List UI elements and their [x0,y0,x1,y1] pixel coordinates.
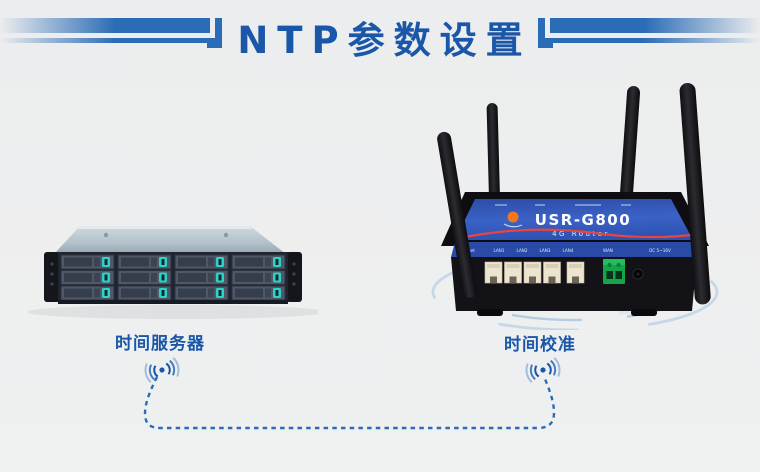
server-label: 时间服务器 [115,334,205,354]
wifi-signal-icon-right [525,357,561,383]
power-jack [632,268,644,280]
terminal-block [603,259,625,284]
decoration-bar [0,18,210,33]
svg-text:DC 5~16V: DC 5~16V [649,248,671,253]
time-server-image [28,226,318,319]
svg-text:LAN3: LAN3 [539,248,550,253]
red-stripe [454,228,693,241]
router-subtitle-text: 4G Router [552,230,610,238]
title-left-decoration [0,18,229,50]
decoration-line [0,38,210,43]
svg-text:LAN4: LAN4 [562,248,573,253]
front-label-strip [451,242,697,257]
server-left-ear [44,252,60,302]
server-right-ear [286,252,302,302]
router-model-text: USR-G800 [535,211,631,229]
usr-logo-icon [507,211,519,223]
wifi-signal-icon-left [144,357,180,383]
server-top-lid [54,226,286,254]
router-label: 时间校准 [504,335,576,355]
antenna-4 [679,82,711,305]
ethernet-ports [484,261,585,284]
router-image: USR-G800 4G Router Reset LAN1 LAN2 LAN3 … [431,82,719,330]
antenna-1 [437,131,477,298]
server-shadow [28,305,318,319]
antenna-2 [486,102,501,215]
svg-text:WAN: WAN [603,248,613,253]
decoration-foot [207,38,222,48]
decoration-tab [215,18,222,48]
page-title: NTP参数设置 [237,19,532,62]
svg-text:LAN1: LAN1 [493,248,504,253]
svg-text:LAN2: LAN2 [516,248,527,253]
